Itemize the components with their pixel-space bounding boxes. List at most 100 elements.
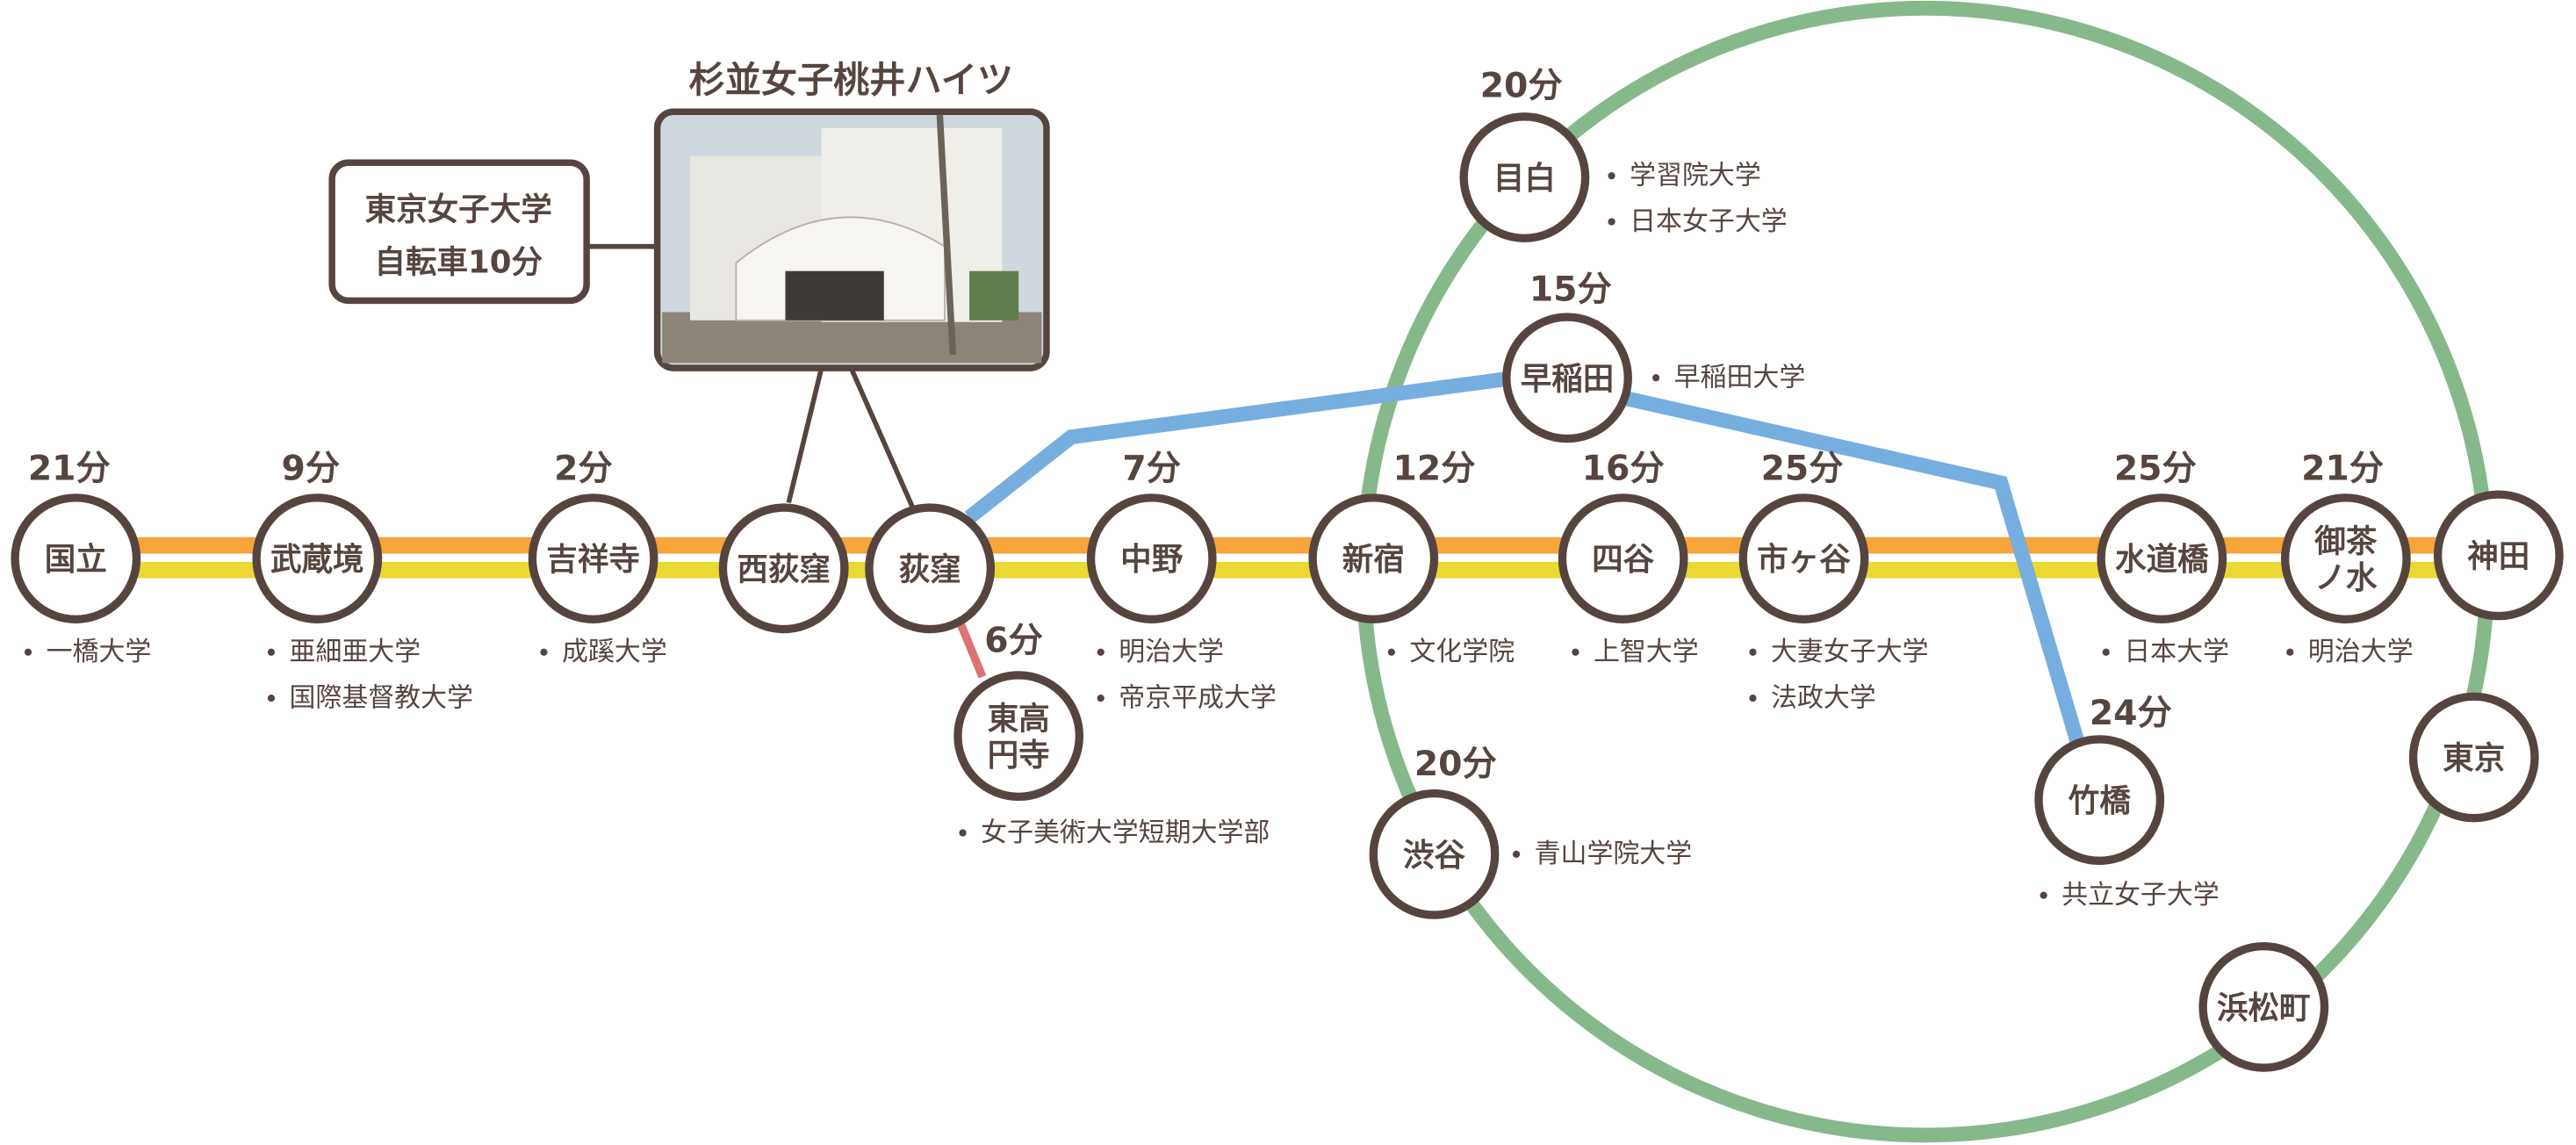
bullet-icon [24,648,32,656]
university-name: 日本女子大学 [1630,206,1788,237]
university-name: 上智大学 [1594,637,1699,667]
station-tokyo[interactable]: 東京 [2408,692,2539,823]
station-marker [2280,493,2411,623]
station-marker [1369,789,1500,919]
marunouchi-line [955,619,987,679]
station-ogikubo[interactable]: 荻窪 [865,503,996,634]
station-name: 荻窪 [899,551,961,587]
university-name: 学習院大学 [1630,161,1761,191]
travel-time: 9分 [282,449,341,488]
station-marker [2433,490,2564,621]
station-marker [1086,493,1217,623]
university-name: 明治大学 [1119,637,1224,667]
station-marker [1738,493,1869,623]
travel-time: 20分 [1480,66,1563,105]
station-name: 四谷 [1592,542,1655,578]
bullet-icon [2040,891,2047,899]
property-photo [653,108,1050,371]
university-name: 文化学院 [1409,637,1515,667]
bullet-icon [1097,648,1105,656]
station-name: 早稲田 [1521,361,1615,397]
station-name: 西荻窪 [737,551,831,587]
bullet-icon [1097,695,1105,702]
station-name: 神田 [2467,538,2529,574]
travel-time: 24分 [2090,694,2172,733]
university-name: 国際基督教大学 [290,682,473,713]
university-name: 成蹊大学 [562,637,667,667]
station-name: 東京 [2443,741,2505,777]
station-marker [953,671,1084,802]
travel-time: 21分 [2301,449,2384,488]
bullet-icon [1651,374,1660,382]
station-marker [865,503,996,634]
property-title: 杉並女子桃井ハイツ [689,59,1013,101]
bullet-icon [267,648,276,656]
station-nishiogikubo[interactable]: 西荻窪 [718,503,849,634]
travel-time: 12分 [1393,449,1476,488]
travel-time: 7分 [1122,449,1181,488]
station-marker [2408,692,2539,823]
station-marker [11,493,141,623]
station-name: ノ水 [2314,560,2378,596]
station-name: 竹橋 [2069,783,2132,819]
bullet-icon [1387,648,1395,656]
travel-time: 25分 [2114,449,2197,488]
university-name: 青山学院大学 [1535,839,1693,869]
travel-time: 21分 [28,449,111,488]
travel-time: 2分 [554,449,613,488]
station-marker [1502,313,1632,443]
travel-time: 6分 [984,622,1043,661]
university-name: 一橋大学 [47,637,152,667]
university-name: 法政大学 [1771,682,1876,713]
station-hamamatsucho[interactable]: 浜松町 [2198,941,2329,1072]
bullet-icon [1749,648,1757,656]
photo-to-nishiogikubo-connector [786,367,824,504]
university-name: 早稲田大学 [1674,363,1806,393]
bullet-icon [267,695,276,702]
bullet-icon [2286,648,2294,656]
bullet-icon [1512,850,1521,858]
bullet-icon [1572,648,1579,656]
station-kanda[interactable]: 神田 [2433,490,2564,621]
station-name: 新宿 [1342,542,1405,578]
station-marker [2034,735,2165,866]
station-name: 御茶 [2313,524,2378,560]
bullet-icon [2102,648,2110,656]
station-marker [1459,112,1590,242]
station-name: 市ヶ谷 [1757,542,1851,578]
travel-time: 20分 [1414,745,1497,784]
university-name: 帝京平成大学 [1119,682,1277,713]
callout-university: 東京女子大学 [365,192,552,228]
station-marker [1308,493,1439,623]
bullet-icon [540,648,548,656]
travel-time: 25分 [1761,449,1844,488]
bullet-icon [1608,218,1615,226]
station-name: 東高 [988,702,1050,738]
travel-time: 15分 [1529,270,1612,309]
university-name: 亜細亜大学 [290,637,421,667]
station-marker [528,493,658,623]
station-name: 目白 [1493,161,1556,197]
callout-bike-time: 自転車10分 [374,245,543,281]
station-marker [1558,493,1688,623]
photo-to-ogikubo-connector [848,366,917,511]
station-name: 武蔵境 [270,542,364,578]
university-name: 日本大学 [2124,637,2229,667]
university-name: 共立女子大学 [2062,880,2220,911]
station-marker [2198,941,2329,1072]
